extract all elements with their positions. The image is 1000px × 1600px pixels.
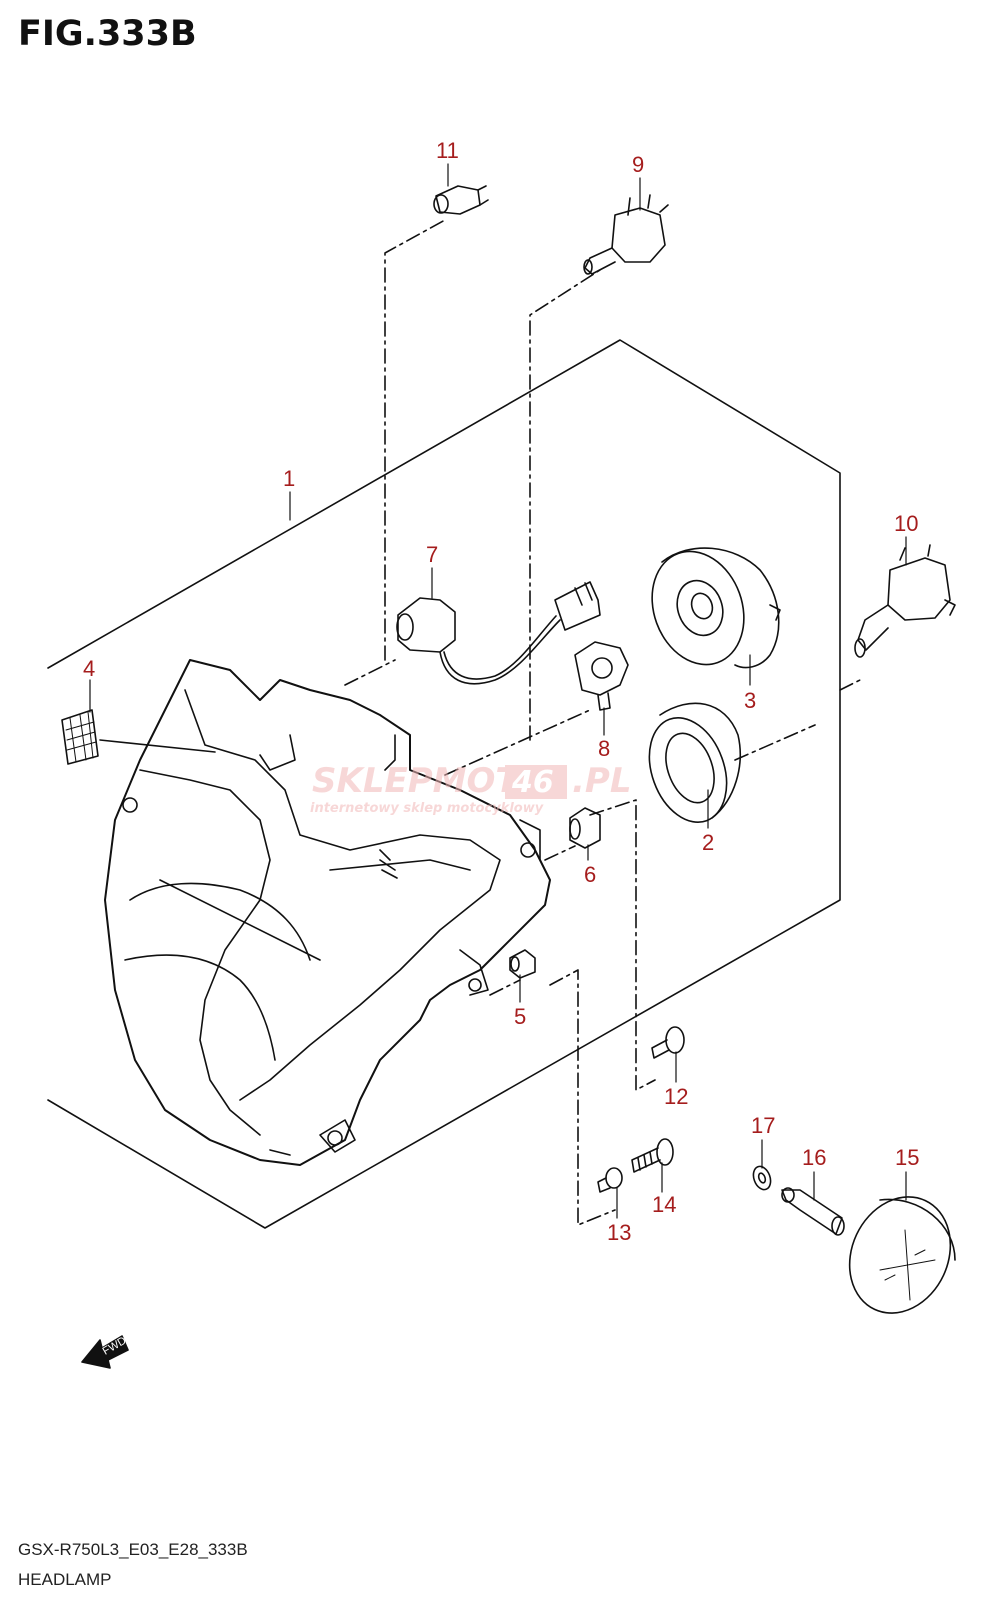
callout-15: 15 [895,1145,919,1170]
callout-6: 6 [584,862,596,887]
callout-8: 8 [598,736,610,761]
figure-model-code: GSX-R750L3_E03_E28_333B [18,1540,248,1559]
callout-13: 13 [607,1220,631,1245]
rubber-seal [648,702,741,824]
callout-17: 17 [751,1113,775,1138]
callout-10: 10 [894,511,918,536]
figure-name: HEADLAMP [18,1570,112,1589]
washer [752,1165,772,1191]
headlight-bulb-h7 [854,544,956,658]
headlight-bulb-h4 [583,194,669,275]
callout-9: 9 [632,152,644,177]
assembly-outline [47,339,841,1229]
callout-4: 4 [83,656,95,681]
watermark-brand-number: 46 [511,765,554,800]
callout-11: 11 [436,138,459,163]
callout-14: 14 [652,1192,676,1217]
callout-7: 7 [426,542,438,567]
reflector-decal [61,709,216,765]
adjusting-screw [781,1187,845,1236]
bulb-socket [574,641,629,711]
callout-3: 3 [744,688,756,713]
callout-1: 1 [283,466,295,491]
headlamp-housing [104,659,551,1166]
watermark-tagline: internetowy sklep motocyklowy [310,801,544,816]
socket-with-harness [396,581,601,685]
callout-12: 12 [664,1084,688,1109]
callout-5: 5 [514,1004,526,1029]
callout-2: 2 [702,830,714,855]
watermark-brand-suffix: .PL [572,761,632,801]
wedge-bulb [433,185,489,215]
screw [631,1138,674,1173]
lens-cap [848,1196,956,1314]
screw-with-washer [651,1026,685,1059]
bolt [597,1167,623,1193]
figure-title: FIG.333B [18,14,197,54]
watermark-number-box [505,765,567,799]
grommet [569,807,601,849]
small-grommet [509,949,536,979]
forward-arrow [81,1335,129,1369]
leader-lines [344,219,861,1226]
bulb-cover-outer [651,547,781,669]
watermark: SKLEPMOTO 46 .PL internetowy sklep motoc… [310,761,632,816]
callout-leaders [89,163,907,1219]
callout-16: 16 [802,1145,826,1170]
